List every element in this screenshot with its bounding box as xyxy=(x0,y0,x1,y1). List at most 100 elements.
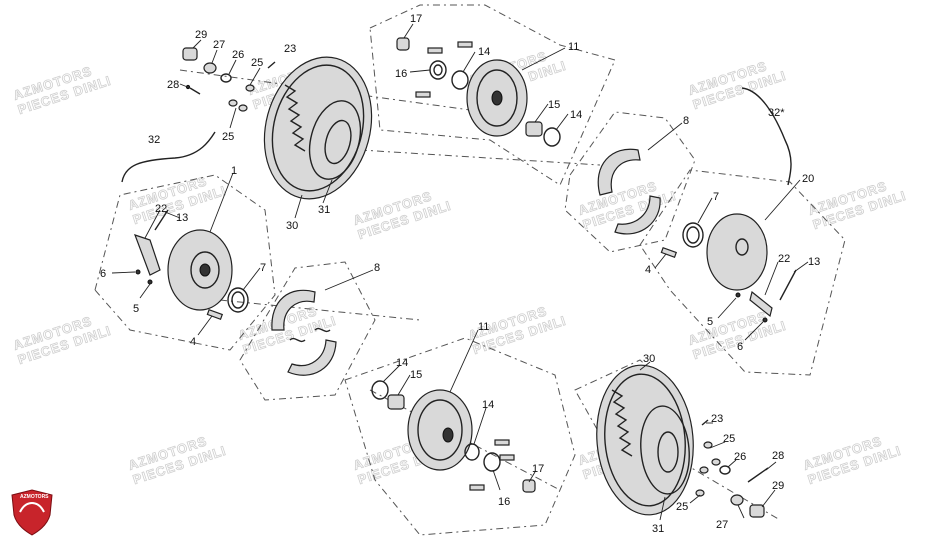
cap-17 xyxy=(396,37,410,51)
pin-28-bottom xyxy=(747,467,769,483)
callout-29: 29 xyxy=(195,29,207,41)
bolt-13-left xyxy=(154,209,169,231)
tire-30-bottom xyxy=(596,364,694,516)
stud xyxy=(457,41,473,48)
lever-22-left xyxy=(133,234,161,276)
shoe-8a xyxy=(597,148,641,196)
callout-11: 11 xyxy=(568,41,579,53)
callout-4: 4 xyxy=(190,336,196,348)
leader-lines xyxy=(111,23,809,521)
callout-20: 20 xyxy=(802,173,814,185)
top-right-brake-shoes xyxy=(597,87,792,235)
backplate-1-hub xyxy=(190,251,220,289)
backplate-1-center xyxy=(199,263,211,277)
spring xyxy=(289,337,306,343)
callout-11-bottom: 11 xyxy=(478,321,489,333)
callout-26-bottom: 26 xyxy=(734,451,746,463)
bottom-center-drum-assembly xyxy=(371,380,536,493)
tread-pattern xyxy=(611,389,633,457)
spring xyxy=(314,327,331,333)
callout-15-bottom: 15 xyxy=(410,369,422,381)
callout-29-bottom: 29 xyxy=(772,480,784,492)
outline-top-center xyxy=(369,4,616,186)
axis-line xyxy=(609,419,781,521)
right-backplate-assembly xyxy=(660,213,797,323)
callout-13: 13 xyxy=(176,212,188,224)
spacer-15 xyxy=(525,121,543,137)
watermark: AZMOTORS PIECES DINLI xyxy=(11,63,114,118)
callout-4-right: 4 xyxy=(645,264,651,276)
cable-32-right xyxy=(741,87,792,186)
callout-labels: 29 27 26 25 23 28 25 30 31 32 17 14 11 1… xyxy=(100,13,820,535)
callout-1: 1 xyxy=(231,165,237,177)
outline-bottom-center xyxy=(344,337,576,536)
nut-25 xyxy=(711,458,721,466)
bolt-13 xyxy=(779,269,797,301)
top-left-wheel-assembly xyxy=(121,47,373,200)
stud xyxy=(415,91,431,98)
seal-7-left xyxy=(227,287,249,313)
drum-bottom-inner xyxy=(417,399,463,461)
stud-23-bottom xyxy=(701,419,709,426)
bottom-right-wheel-assembly xyxy=(596,364,769,518)
logo-text: AZMOTORS xyxy=(20,494,49,500)
seal-7 xyxy=(682,222,704,248)
callout-14: 14 xyxy=(478,46,490,58)
watermark: AZMOTORS PIECES DINLI xyxy=(801,433,904,488)
bearing-14-bottom xyxy=(371,380,389,400)
callout-16: 16 xyxy=(395,68,407,80)
callout-14-bottom: 14 xyxy=(396,357,408,369)
left-backplate-assembly xyxy=(133,209,249,320)
center-brake-shoes xyxy=(271,289,337,376)
logo-swoosh-icon xyxy=(19,502,45,513)
rim-hub xyxy=(324,119,352,165)
backplate-hole xyxy=(735,238,749,256)
watermark: AZMOTORS PIECES DINLI xyxy=(11,313,114,368)
callout-17-bottom: 17 xyxy=(532,463,544,475)
outline-right-backplate xyxy=(639,169,846,376)
callout-14b: 14 xyxy=(570,109,582,121)
callout-15: 15 xyxy=(548,99,560,111)
bearing-14-bottom-b xyxy=(464,443,480,461)
seal-inner xyxy=(433,64,443,76)
cap-17-bottom xyxy=(522,479,536,493)
callout-25: 25 xyxy=(251,57,263,69)
watermark: AZMOTORS PIECES DINLI xyxy=(351,188,454,243)
axis-line xyxy=(179,69,471,111)
callout-13-right: 13 xyxy=(808,256,820,268)
drum-inner xyxy=(476,69,518,127)
logo-shield-icon xyxy=(11,489,53,536)
seal-7-left-inner xyxy=(231,291,245,309)
seal-7-inner xyxy=(686,226,700,244)
nut-25b xyxy=(228,99,238,107)
shoe-8c xyxy=(271,289,316,331)
rim-hub-bottom xyxy=(657,431,679,473)
callout-5: 5 xyxy=(133,303,139,315)
bearing-14b xyxy=(543,127,561,147)
bearing-14 xyxy=(451,70,469,90)
bushing-29 xyxy=(182,47,198,61)
shoe-8d xyxy=(287,339,337,376)
callout-6: 6 xyxy=(100,268,106,280)
pin-6-left xyxy=(135,269,141,275)
pin-28 xyxy=(189,87,201,95)
callout-14b-bottom: 14 xyxy=(482,399,494,411)
pin-5 xyxy=(735,292,741,298)
nut-25 xyxy=(695,489,705,497)
axis-line xyxy=(359,149,601,166)
callout-26: 26 xyxy=(232,49,244,61)
outline-left-backplate xyxy=(94,174,276,351)
stud-4-left xyxy=(206,308,224,320)
pin-6 xyxy=(762,317,768,323)
callout-22: 22 xyxy=(155,203,167,215)
seal-16 xyxy=(429,60,447,80)
seal-16-bottom xyxy=(483,452,501,472)
azmotors-logo: AZMOTORS xyxy=(11,489,53,536)
callout-5-right: 5 xyxy=(707,316,713,328)
callout-22-right: 22 xyxy=(778,253,790,265)
callout-6-right: 6 xyxy=(737,341,743,353)
tire-30 xyxy=(263,56,373,200)
stud xyxy=(494,439,510,446)
callout-23-bottom: 23 xyxy=(711,413,723,425)
